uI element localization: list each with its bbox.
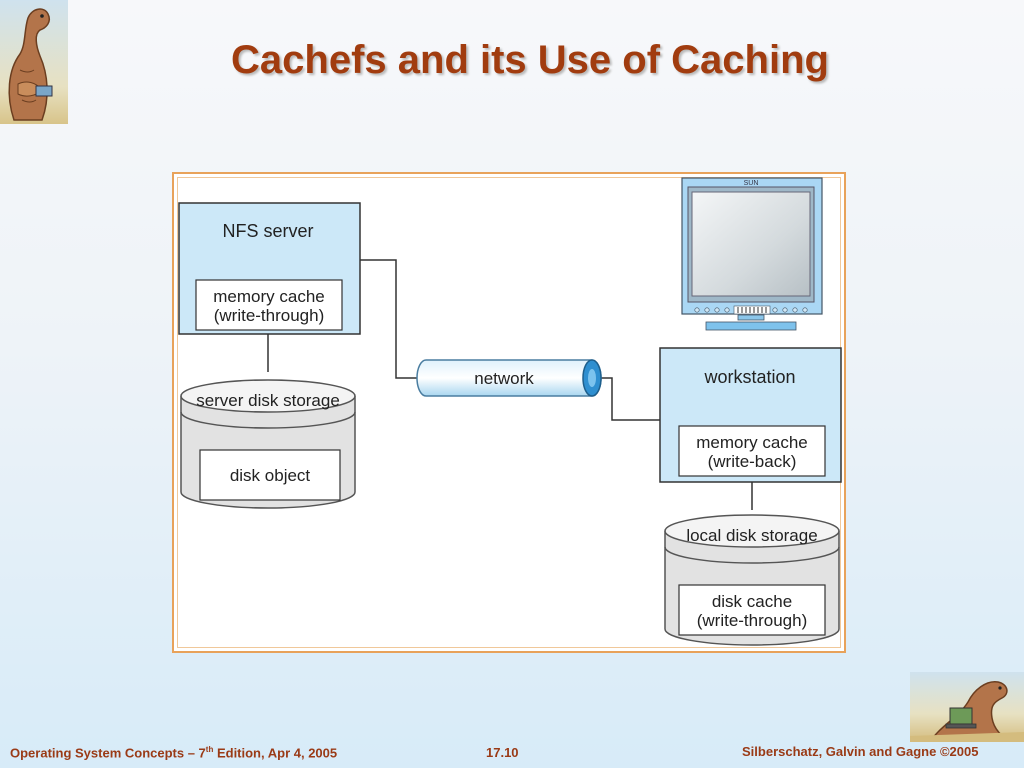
- server-to-network-line: [360, 259, 417, 379]
- diagram-frame: NFS server memory cache (write-through) …: [172, 172, 846, 653]
- cachefs-diagram: NFS server memory cache (write-through) …: [178, 177, 842, 646]
- server-disk-cylinder: server disk storage disk object: [180, 379, 356, 509]
- dinosaur-laptop-logo-icon: [910, 672, 1024, 742]
- workstation-memory-cache-box: [678, 425, 826, 477]
- nfs-cache-line1: memory cache: [213, 287, 324, 306]
- disk-cache-line2: (write-through): [697, 611, 808, 630]
- network-label: network: [474, 369, 534, 388]
- disk-cache-box: [678, 584, 826, 636]
- nfs-memory-cache-box: [195, 279, 343, 331]
- footer-left-sup: th: [205, 745, 214, 754]
- workstation-box: workstation memory cache (write-back): [659, 347, 842, 483]
- ws-cache-line2: (write-back): [708, 452, 797, 471]
- footer-left-pre: Operating System Concepts – 7: [10, 745, 206, 761]
- footer-course-info: Operating System Concepts – 7th Edition,…: [10, 745, 337, 760]
- connection-lines: [267, 259, 753, 510]
- network-to-workstation-line: [600, 377, 660, 421]
- disk-cache-line1: disk cache: [712, 592, 792, 611]
- ws-cache-line1: memory cache: [696, 433, 807, 452]
- nfs-cache-line2: (write-through): [214, 306, 325, 325]
- sun-monitor-icon: SUN: [681, 177, 823, 331]
- local-disk-cylinder: local disk storage disk cache (write-thr…: [664, 514, 840, 646]
- disk-object-box: [199, 449, 341, 501]
- footer-left-post: Edition, Apr 4, 2005: [213, 745, 338, 761]
- slide-title: Cachefs and its Use of Caching: [231, 38, 829, 82]
- local-disk-label: local disk storage: [686, 526, 817, 545]
- nfs-server-label: NFS server: [222, 221, 313, 241]
- server-disk-label: server disk storage: [196, 391, 340, 410]
- workstation-label: workstation: [703, 367, 795, 387]
- dinosaur-logo-icon: [0, 0, 68, 124]
- footer-copyright: Silberschatz, Galvin and Gagne ©2005: [742, 744, 979, 759]
- monitor-brand: SUN: [744, 180, 759, 187]
- nfs-server-box: NFS server memory cache (write-through): [178, 202, 361, 335]
- disk-object-label: disk object: [230, 466, 311, 485]
- footer-page-number: 17.10: [486, 745, 519, 760]
- network-tube: network: [416, 359, 602, 397]
